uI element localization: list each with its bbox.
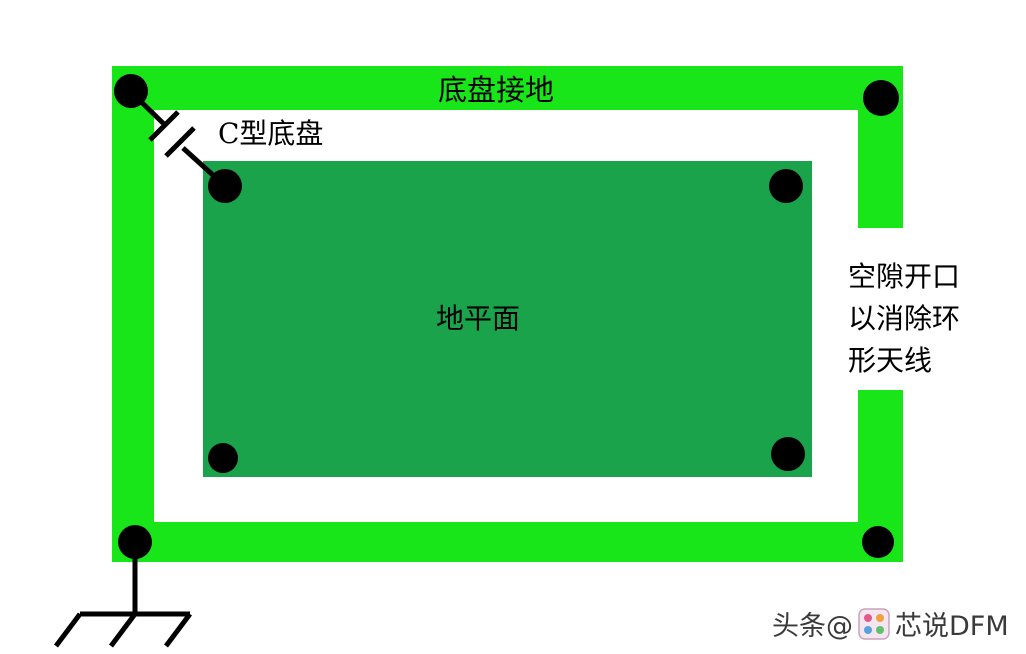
via-ring-top-right (863, 80, 899, 116)
via-ring-bottom-right (862, 526, 894, 558)
gap-opening-label: 空隙开口 以消除环 形天线 (848, 256, 960, 382)
chassis-ground-label: 底盘接地 (438, 73, 555, 107)
watermark-prefix: 头条@ (772, 611, 853, 642)
ground-plane-label: 地平面 (436, 302, 521, 335)
via-plane-bottom-right (771, 437, 805, 471)
via-plane-bottom-left (208, 443, 238, 473)
capacitor-plate-1 (148, 110, 180, 142)
ground-hatch-1 (54, 612, 82, 648)
gap-opening-line-1: 空隙开口 (848, 260, 961, 293)
via-ring-bottom-left (118, 525, 152, 559)
ground-hatch-2 (109, 612, 137, 648)
capacitor-plate-2 (164, 126, 196, 158)
watermark-logo-icon (857, 607, 891, 648)
c-chassis-label: C型底盘 (218, 117, 324, 150)
gap-opening-line-2: 以消除环 (848, 302, 961, 335)
via-plane-top-right (769, 169, 803, 203)
ground-hatch-3 (164, 612, 192, 648)
watermark: 头条@ 芯说DFM (772, 604, 1009, 648)
via-plane-top-left (208, 169, 242, 203)
via-ring-top-left (114, 74, 148, 108)
watermark-name: 芯说DFM (895, 611, 1009, 642)
gap-opening-line-3: 形天线 (848, 344, 933, 377)
ground-plane (203, 161, 812, 477)
